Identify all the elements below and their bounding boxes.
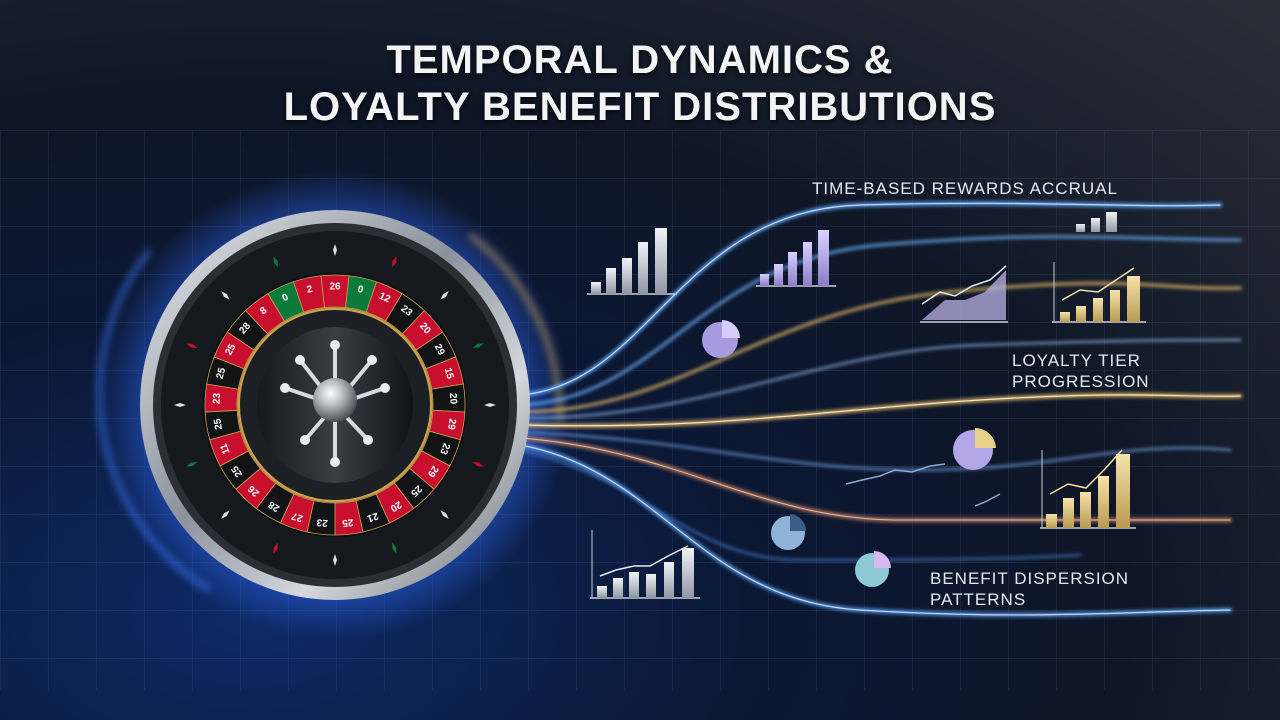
chart-bars-silver-2 [590, 530, 700, 599]
wheel-number: 29 [432, 342, 447, 357]
wheel-diamond [221, 510, 230, 519]
wheel-number: 8 [258, 305, 269, 317]
chart-line-1 [845, 463, 1001, 507]
wheel-number: 23 [212, 392, 224, 404]
wheel-number: 27 [290, 510, 304, 524]
wheel-diamond [333, 554, 337, 566]
wheel-diamond [186, 462, 198, 467]
wheel-number: 25 [212, 417, 225, 430]
wheel-number: 25 [223, 342, 238, 357]
wheel-diamond [221, 291, 230, 300]
chart-bars-purple-1 [756, 230, 836, 287]
wheel-number: 20 [388, 498, 404, 513]
wheel-number: 15 [442, 367, 456, 381]
wheel-pocket [292, 275, 325, 313]
label-rewards-accrual: TIME-BASED REWARDS ACCRUAL [812, 179, 1118, 198]
wheel-diamond [392, 542, 397, 554]
wheel-number: 26 [329, 282, 341, 293]
wheel-number: 2 [306, 284, 314, 296]
wheel-number: 20 [447, 393, 459, 405]
title-line-1: TEMPORAL DYNAMICS & [386, 38, 894, 82]
wheel-number: 25 [215, 366, 229, 380]
wheel-diamond [440, 291, 449, 300]
wheel-diamond [392, 256, 397, 268]
wheel-number: 21 [365, 510, 379, 524]
wheel-diamond [472, 462, 484, 467]
wheel-diamond [440, 510, 449, 519]
wheel-diamond [273, 256, 278, 268]
wheel-number: 29 [445, 418, 458, 431]
title-line-2: LOYALTY BENEFIT DISTRIBUTIONS [283, 85, 997, 129]
wheel-number: 25 [341, 516, 354, 528]
label-tier-line-1: LOYALTY TIER [1012, 351, 1141, 370]
label-dispersion-line-2: PATTERNS [930, 590, 1027, 609]
label-tier-line-2: PROGRESSION [1012, 372, 1150, 391]
chart-bars-gold-2 [1040, 449, 1136, 529]
wheel-diamond [484, 403, 496, 407]
pie-chart-blue [771, 514, 807, 550]
wheel-number: 11 [218, 441, 232, 455]
chart-bars-small-top [1076, 212, 1117, 232]
chart-area-1 [920, 265, 1008, 323]
pie-chart-purple [702, 320, 740, 358]
wheel-diamond [186, 343, 198, 348]
wheel-number: 0 [356, 284, 364, 296]
data-streams [517, 200, 1243, 618]
wheel-number: 23 [316, 516, 329, 528]
pie-chart-teal [855, 551, 891, 587]
wheel-diamond [174, 403, 186, 407]
wheel-number: 12 [377, 291, 392, 306]
wheel-diamond [333, 244, 337, 256]
wheel-number: 23 [437, 441, 451, 456]
wheel-diamond [472, 343, 484, 348]
chart-bars-gold-1 [1052, 262, 1146, 323]
chart-bars-silver-1 [587, 228, 677, 295]
pie-chart-gold [953, 427, 996, 470]
wheel-number: 28 [266, 498, 282, 513]
label-dispersion-line-1: BENEFIT DISPERSION [930, 569, 1130, 588]
wheel-diamonds [174, 244, 496, 566]
wheel-diamond [273, 542, 278, 554]
wheel-number: 0 [281, 292, 291, 305]
